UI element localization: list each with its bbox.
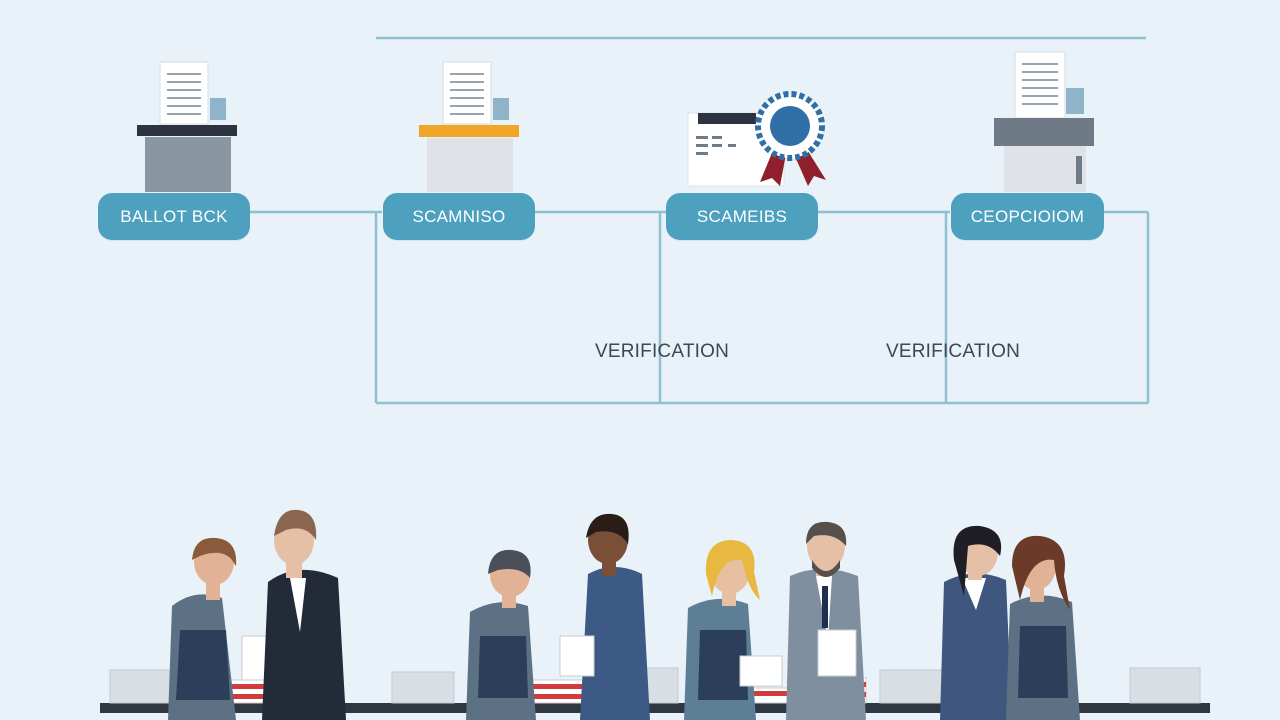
printer-icon	[994, 51, 1094, 192]
connector-lines	[250, 36, 1150, 405]
poll-worker	[559, 513, 650, 720]
poll-worker	[168, 537, 279, 720]
step-scanning: SCAMNISO	[383, 193, 535, 240]
counting-table	[100, 703, 1210, 713]
verification-label: VERIFICATION	[886, 341, 1020, 362]
printer-icon	[419, 61, 519, 192]
step-label: BALLOT BCK	[120, 206, 228, 226]
step-ballot-box: BALLOT BCK	[98, 193, 250, 240]
step-completion: CEOPCIOIOM	[951, 193, 1104, 240]
counting-scene	[100, 509, 1210, 720]
poll-worker	[940, 525, 1012, 720]
certificate-icon	[687, 91, 826, 187]
poll-worker	[1006, 535, 1080, 720]
step-label: SCAMEIBS	[696, 206, 788, 226]
printer-icon	[137, 61, 237, 192]
verification-label: VERIFICATION	[595, 341, 729, 362]
step-label: CEOPCIOIOM	[970, 206, 1085, 226]
poll-worker	[262, 509, 346, 720]
poll-worker	[786, 521, 866, 720]
step-scanning-2: SCAMEIBS	[666, 193, 818, 240]
step-label: SCAMNISO	[412, 206, 506, 226]
poll-worker	[466, 549, 536, 720]
poll-worker	[684, 540, 783, 720]
